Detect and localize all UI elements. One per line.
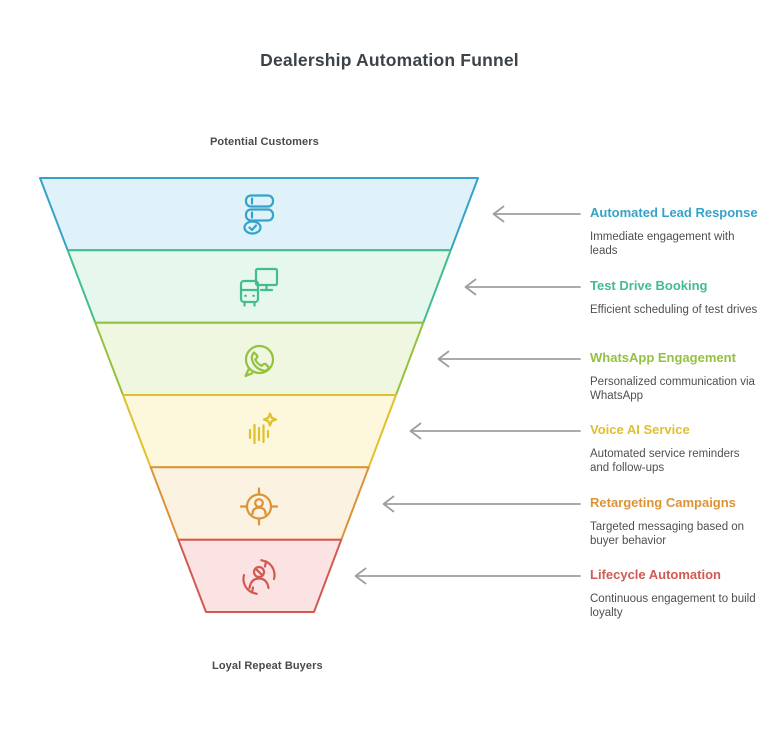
person-cycle-icon: [242, 559, 276, 595]
car-monitor-icon: [239, 267, 279, 307]
level-label-3: WhatsApp Engagement Personalized communi…: [590, 350, 758, 403]
level-label-2: Test Drive Booking Efficient scheduling …: [590, 278, 758, 317]
level-description: Targeted messaging based on buyer behavi…: [590, 520, 745, 547]
level-title: Lifecycle Automation: [590, 567, 721, 582]
arrow-level-4: [409, 422, 581, 440]
level-description: Personalized communication via WhatsApp: [590, 375, 755, 402]
arrow-level-2: [464, 278, 581, 296]
arrow-level-5: [382, 495, 581, 513]
level-title: Automated Lead Response: [590, 205, 758, 220]
level-title: Test Drive Booking: [590, 278, 708, 293]
lead-form-icon: [243, 194, 275, 235]
funnel-top-label: Potential Customers: [210, 136, 319, 148]
level-label-1: Automated Lead Response Immediate engage…: [590, 205, 758, 258]
level-label-4: Voice AI Service Automated service remin…: [590, 422, 758, 475]
level-description: Immediate engagement with leads: [590, 230, 735, 257]
level-label-5: Retargeting Campaigns Targeted messaging…: [590, 495, 758, 548]
voice-waveform-icon: [248, 412, 278, 445]
arrow-level-1: [492, 205, 581, 223]
arrow-level-3: [437, 350, 581, 368]
arrow-level-6: [354, 567, 581, 585]
whatsapp-icon: [244, 344, 275, 378]
level-description: Automated service reminders and follow-u…: [590, 447, 740, 474]
target-person-icon: [239, 487, 279, 526]
page-title: Dealership Automation Funnel: [260, 50, 519, 70]
level-title: Voice AI Service: [590, 422, 690, 437]
level-description: Continuous engagement to build loyalty: [590, 592, 756, 619]
level-title: WhatsApp Engagement: [590, 350, 736, 365]
funnel-segment-6: [177, 538, 343, 613]
funnel-bottom-label: Loyal Repeat Buyers: [212, 660, 323, 672]
level-label-6: Lifecycle Automation Continuous engageme…: [590, 567, 758, 620]
level-title: Retargeting Campaigns: [590, 495, 736, 510]
level-description: Efficient scheduling of test drives: [590, 303, 758, 316]
